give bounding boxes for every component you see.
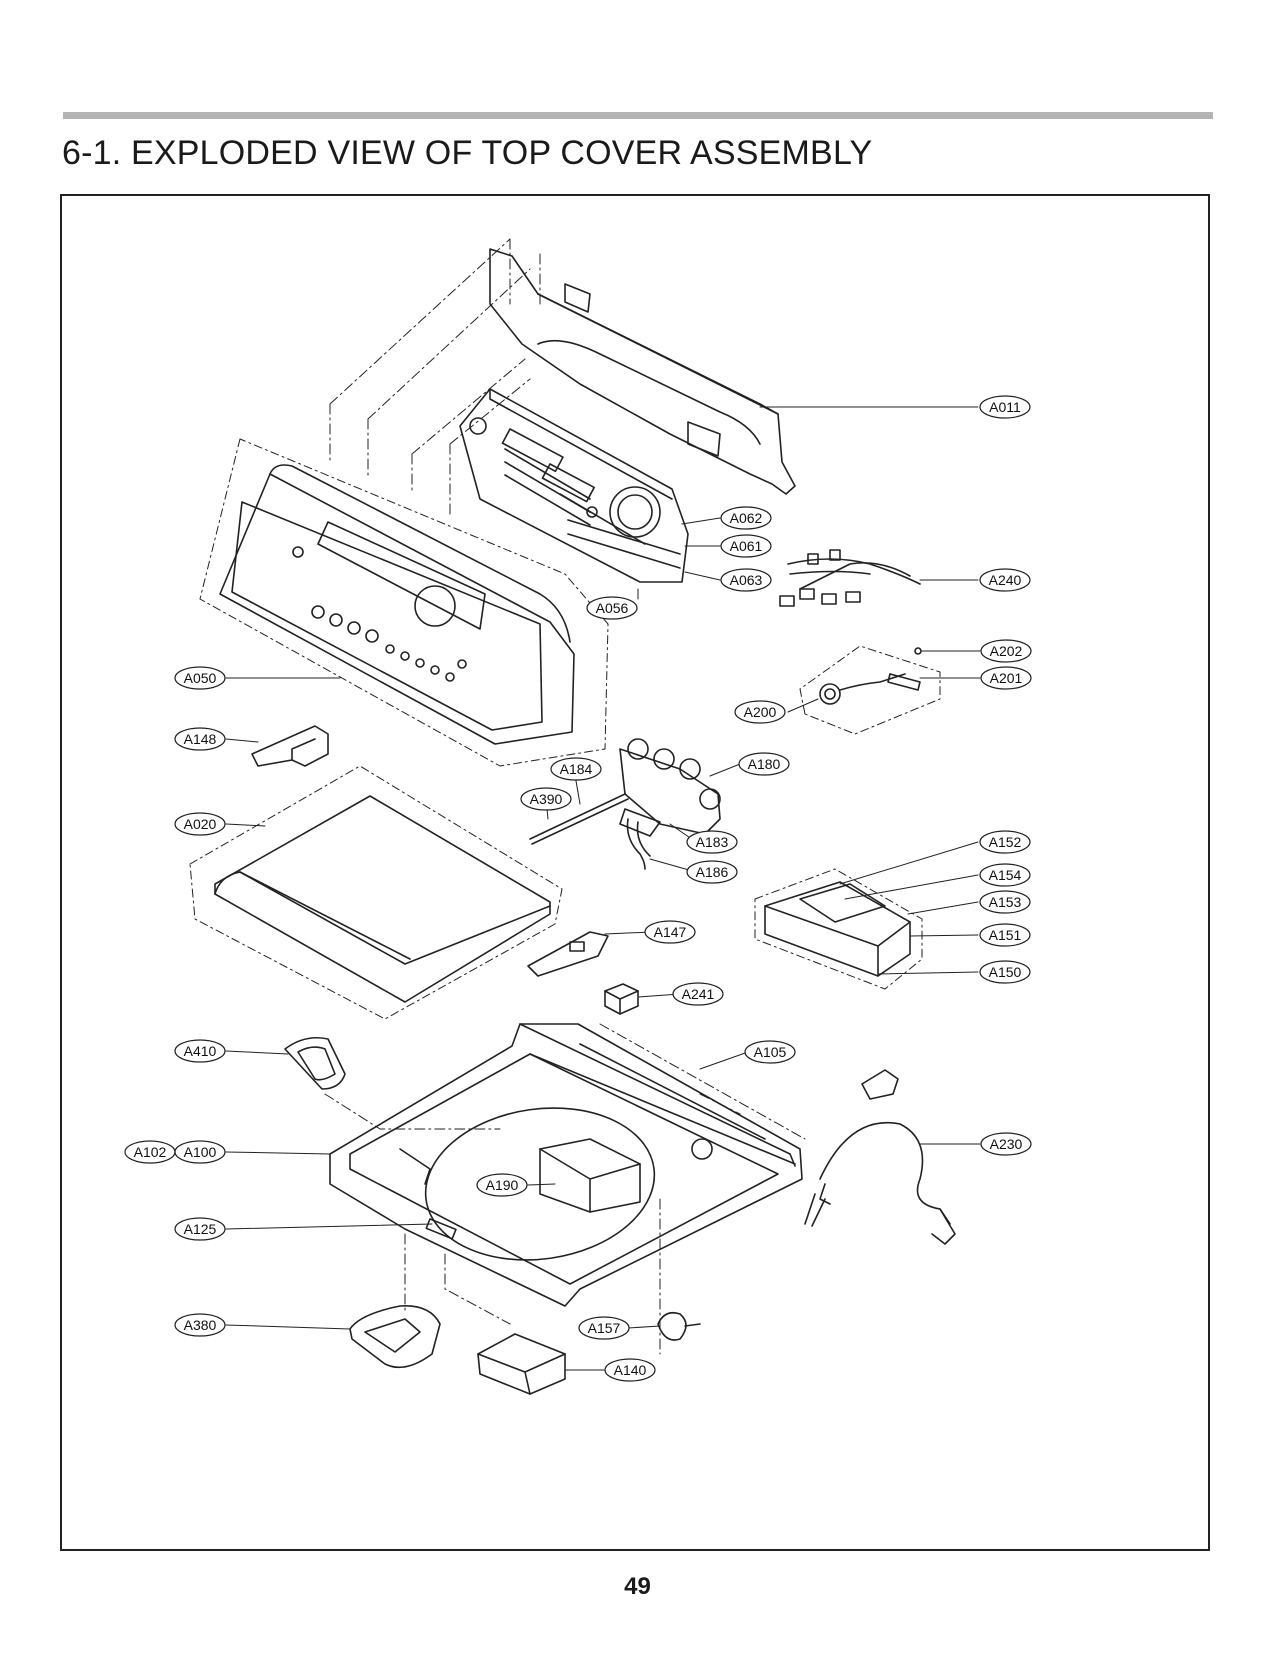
callout-text: A050	[184, 670, 217, 686]
callout-a153: A153	[979, 890, 1031, 914]
callout-a186: A186	[686, 860, 738, 884]
callout-text: A241	[682, 986, 715, 1002]
diagram-frame	[60, 194, 1210, 1551]
callout-text: A186	[696, 864, 729, 880]
callout-a050: A050	[174, 666, 226, 690]
callout-text: A180	[748, 756, 781, 772]
callout-text: A380	[184, 1317, 217, 1333]
callout-text: A390	[530, 791, 563, 807]
callout-text: A202	[990, 643, 1023, 659]
callout-text: A151	[989, 927, 1022, 943]
callout-a062: A062	[720, 506, 772, 530]
callout-a102: A102	[124, 1140, 176, 1164]
callout-text: A152	[989, 834, 1022, 850]
callout-a240: A240	[979, 568, 1031, 592]
part-lid-switch-housing	[349, 1305, 441, 1369]
callout-text: A200	[744, 704, 777, 720]
callout-leader-lines	[225, 406, 981, 1371]
callout-a157: A157	[578, 1316, 630, 1340]
callout-a410: A410	[174, 1039, 226, 1063]
callout-text: A147	[654, 924, 687, 940]
header-rule	[63, 112, 1213, 119]
part-wire-harness	[779, 549, 921, 607]
callout-a100: A100	[174, 1140, 226, 1164]
callout-text: A183	[696, 834, 729, 850]
page-number: 49	[624, 1573, 651, 1600]
callout-a020: A020	[174, 812, 226, 836]
part-pressure-sensor	[799, 645, 941, 735]
callout-text: A100	[184, 1144, 217, 1160]
callout-a390: A390	[520, 787, 572, 811]
callout-text: A062	[730, 510, 763, 526]
callout-a184: A184	[550, 757, 602, 781]
part-lid	[189, 765, 563, 1020]
callout-a200: A200	[734, 700, 786, 724]
callout-text: A153	[989, 894, 1022, 910]
callout-a380: A380	[174, 1313, 226, 1337]
part-bleach-cup	[284, 1036, 346, 1090]
callout-a125: A125	[174, 1217, 226, 1241]
callout-text: A105	[754, 1044, 787, 1060]
callout-text: A230	[990, 1136, 1023, 1152]
callout-text: A063	[730, 572, 763, 588]
callout-text: A102	[134, 1144, 167, 1160]
callout-a063: A063	[720, 568, 772, 592]
callout-a105: A105	[744, 1040, 796, 1064]
part-power-cord	[804, 1069, 956, 1245]
callout-text: A125	[184, 1221, 217, 1237]
callout-a147: A147	[644, 920, 696, 944]
callout-text: A184	[560, 761, 593, 777]
callout-a150: A150	[979, 960, 1031, 984]
callout-a011: A011	[979, 395, 1031, 419]
callout-text: A154	[989, 867, 1022, 883]
callout-text: A140	[614, 1362, 647, 1378]
callout-a230: A230	[980, 1132, 1032, 1156]
callout-a154: A154	[979, 863, 1031, 887]
callout-text: A148	[184, 731, 217, 747]
callout-text: A201	[990, 670, 1023, 686]
callout-text: A056	[596, 600, 629, 616]
part-inlet-valve	[529, 738, 721, 870]
part-back-panel	[489, 248, 796, 495]
callout-text: A157	[588, 1320, 621, 1336]
page-title: 6-1. EXPLODED VIEW OF TOP COVER ASSEMBLY	[62, 134, 873, 172]
callout-a201: A201	[980, 666, 1032, 690]
part-lid-switch	[477, 1333, 566, 1395]
callout-text: A020	[184, 816, 217, 832]
part-noise-filter	[604, 983, 639, 1015]
callout-a152: A152	[979, 830, 1031, 854]
callout-text: A150	[989, 964, 1022, 980]
callout-text: A011	[989, 399, 1021, 415]
callout-a056: A056	[586, 596, 638, 620]
callout-text: A410	[184, 1043, 217, 1059]
callout-a241: A241	[672, 982, 724, 1006]
callout-text: A190	[486, 1177, 519, 1193]
callout-text: A061	[730, 538, 763, 554]
callout-text: A240	[989, 572, 1022, 588]
part-control-panel	[199, 438, 609, 767]
callout-a190: A190	[476, 1173, 528, 1197]
part-hanger-bracket	[251, 725, 329, 767]
part-dispenser	[754, 868, 923, 990]
callout-a202: A202	[980, 639, 1032, 663]
callout-a180: A180	[738, 752, 790, 776]
part-top-cover	[329, 1023, 803, 1341]
callout-a061: A061	[720, 534, 772, 558]
callout-a140: A140	[604, 1358, 656, 1382]
callout-a183: A183	[686, 830, 738, 854]
callout-a148: A148	[174, 727, 226, 751]
part-control-pcb	[459, 388, 689, 583]
part-lid-catch	[527, 931, 609, 977]
callout-a151: A151	[979, 923, 1031, 947]
